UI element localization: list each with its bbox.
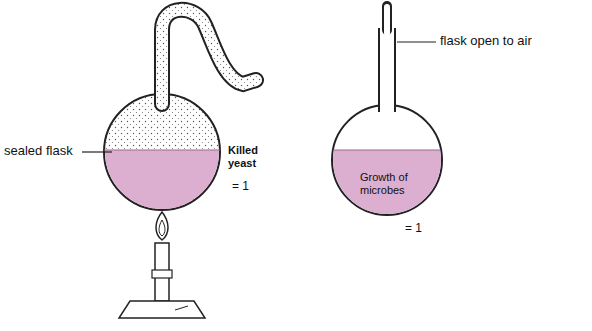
content-label: Killed yeast xyxy=(228,144,268,169)
bunsen-burner xyxy=(119,212,205,318)
flask-label: flask open to air xyxy=(440,34,570,49)
score-label: = 1 xyxy=(232,180,262,194)
flask-label: sealed flask xyxy=(4,144,80,159)
open-flask xyxy=(325,6,455,220)
content-label: Growth of microbes xyxy=(360,171,426,196)
score-label: = 1 xyxy=(405,222,435,236)
leader-line xyxy=(82,151,112,152)
leader-line xyxy=(397,41,436,42)
